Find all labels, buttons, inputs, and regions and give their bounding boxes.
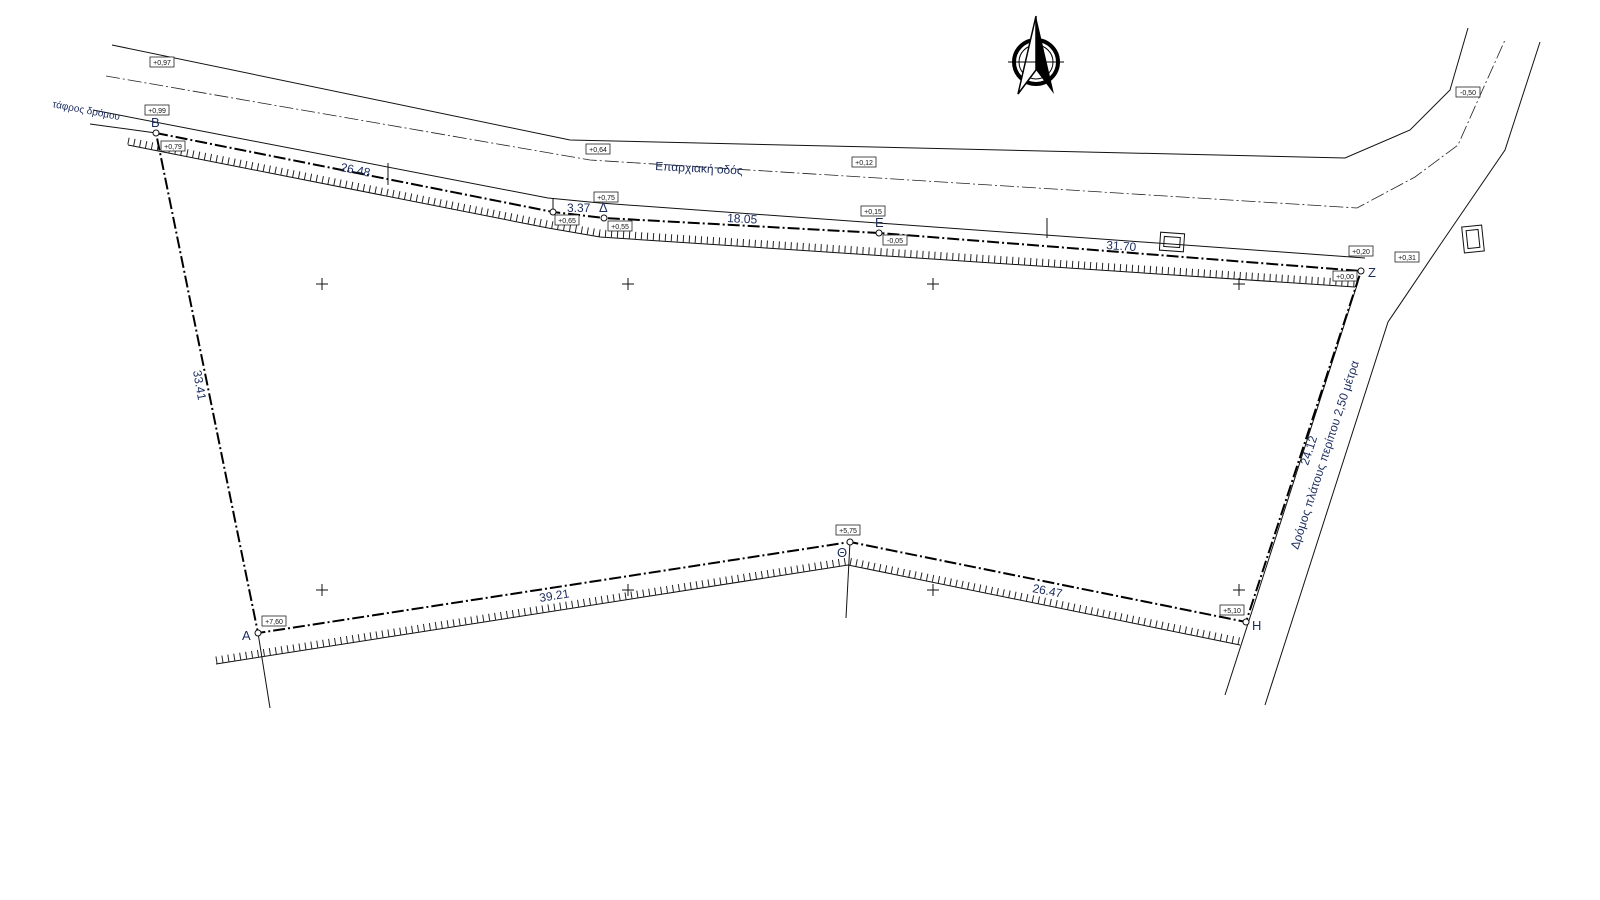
side-road-label: Δρόμος πλάτους περίπου 2,50 μέτρα (1288, 359, 1362, 551)
tie-line-theta (845, 541, 851, 619)
svg-text:+0,31: +0,31 (1398, 255, 1416, 262)
length-ez: 31.70 (1106, 238, 1137, 254)
elevation-tag: +0,55 (607, 220, 633, 232)
road-outer-edge (111, 27, 1469, 159)
plot-boundary (154, 131, 1363, 635)
svg-text:+0,75: +0,75 (597, 195, 615, 202)
road-centerline (105, 39, 1506, 209)
elevation-tag: +0,99 (144, 104, 170, 116)
length-de: 18.05 (727, 211, 758, 227)
road-main-label: Επαρχιακή οδός (655, 159, 743, 178)
length-tha: 39.21 (538, 586, 570, 605)
length-hth: 26.47 (1031, 581, 1063, 601)
manhole-2 (1461, 224, 1485, 254)
svg-text:+5,75: +5,75 (839, 528, 857, 535)
length-ab: 33.41 (190, 369, 209, 401)
grid-crosses (316, 278, 1245, 596)
embankment-bottom (215, 564, 1241, 665)
elevation-tag: +7,60 (261, 615, 287, 627)
svg-text:+0,15: +0,15 (864, 209, 882, 216)
elevation-tag: +0,15 (860, 205, 886, 217)
vertex-h: H (1252, 618, 1261, 633)
svg-text:-0,05: -0,05 (887, 238, 903, 245)
side-road-left-edge (1224, 281, 1359, 696)
boundary-points (152, 129, 1365, 637)
svg-text:+0,00: +0,00 (1336, 274, 1354, 281)
road-inner-edge (92, 109, 1366, 259)
tie-line-a (257, 632, 271, 709)
elevation-tag: +0,12 (851, 156, 877, 168)
embankment-top (127, 144, 1356, 288)
elevation-tag: +5,10 (1219, 604, 1245, 616)
elevation-tag: +0,79 (160, 140, 186, 152)
svg-text:+0,97: +0,97 (153, 60, 171, 67)
vertex-b: B (151, 115, 160, 130)
vertex-a: A (242, 628, 251, 643)
elevation-tag: +0,97 (149, 56, 175, 68)
length-bg: 26.48 (339, 160, 371, 180)
side-road-right-edge (1264, 41, 1541, 706)
svg-text:+0,99: +0,99 (148, 108, 166, 115)
svg-text:+0,79: +0,79 (164, 144, 182, 151)
manhole-1 (1158, 231, 1186, 253)
svg-text:-0,50: -0,50 (1460, 90, 1476, 97)
length-gd: 3.37 (567, 201, 591, 215)
elevation-tag: +0,64 (585, 143, 611, 155)
ditch-label: τάφρος δρόμου (51, 98, 121, 123)
elevation-tag: -0,05 (882, 234, 908, 246)
svg-text:+0,65: +0,65 (558, 218, 576, 225)
vertex-e: E (875, 215, 884, 230)
embankment-bottom-hatch (215, 557, 1241, 664)
elevation-tag: +0,00 (1332, 270, 1358, 282)
elevation-tag: +0,75 (593, 191, 619, 203)
manhole-1-inner (1163, 235, 1181, 249)
vertex-z: Z (1368, 265, 1376, 280)
elevation-tag: +5,75 (835, 524, 861, 536)
svg-text:+0,64: +0,64 (589, 147, 607, 154)
vertex-d: Δ (599, 200, 608, 215)
elevation-tag: +0,65 (554, 214, 580, 226)
svg-text:+5,10: +5,10 (1223, 608, 1241, 615)
elevation-tag: +0,31 (1394, 251, 1420, 263)
elevation-tag: +0,20 (1348, 245, 1374, 257)
north-arrow-icon (1008, 15, 1064, 95)
manhole-2-inner (1465, 228, 1481, 250)
ditch-line (89, 123, 157, 134)
svg-text:+0,12: +0,12 (855, 160, 873, 167)
svg-text:+0,55: +0,55 (611, 224, 629, 231)
svg-text:+7,60: +7,60 (265, 619, 283, 626)
elevation-tag: -0,50 (1455, 86, 1481, 98)
vertex-theta: Θ (837, 545, 847, 560)
svg-text:+0,20: +0,20 (1352, 249, 1370, 256)
